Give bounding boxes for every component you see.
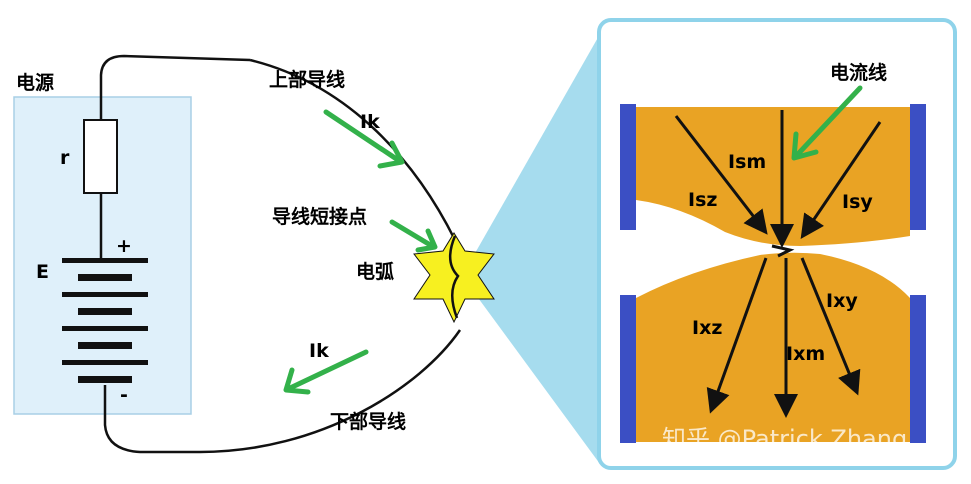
emf-label: E xyxy=(36,261,49,283)
current-lines-arrow xyxy=(791,85,863,161)
battery-plate xyxy=(62,292,148,297)
arc-spark-icon xyxy=(413,232,495,324)
ik-top-label: Ik xyxy=(360,111,380,133)
ik-bottom-arrow xyxy=(283,349,369,395)
current-lines-label: 电流线 xyxy=(830,61,887,84)
zoom-callout xyxy=(462,34,600,464)
ik-top-arrow xyxy=(323,109,405,169)
battery-plate xyxy=(78,274,132,281)
resistor xyxy=(83,119,118,194)
lower-wire-label: 下部导线 xyxy=(330,410,406,433)
watermark: 知乎 @Patrick Zhang xyxy=(662,425,907,453)
battery xyxy=(62,258,148,383)
upper-wire xyxy=(249,58,457,241)
electrode-bottom-left xyxy=(620,295,636,443)
battery-plate xyxy=(78,376,132,383)
isz-current-line xyxy=(674,115,768,235)
upper-wire-label: 上部导线 xyxy=(269,68,345,91)
ixz-label: Ixz xyxy=(692,317,722,339)
battery-plate xyxy=(78,308,132,315)
electrode-top-left xyxy=(620,104,636,230)
isy-current-line xyxy=(800,121,882,239)
lower-current-lines xyxy=(706,257,861,418)
battery-plate xyxy=(62,258,148,263)
upper-current-lines xyxy=(674,110,882,248)
short-point-arrow xyxy=(389,219,438,253)
plus-sign: + xyxy=(116,235,132,257)
upper-conductor-metal xyxy=(636,107,910,246)
electrode-bottom-right xyxy=(910,295,926,443)
ik-bottom-label: Ik xyxy=(309,340,329,362)
battery-plate xyxy=(62,360,148,365)
arc-neck xyxy=(771,244,795,258)
electrode-top-right xyxy=(910,104,926,230)
resistor-label: r xyxy=(60,147,70,169)
lower-wire xyxy=(103,329,462,454)
battery-plate xyxy=(78,342,132,349)
power-source-label: 电源 xyxy=(16,71,54,94)
ism-label: Ism xyxy=(728,151,766,173)
lower-conductor-metal xyxy=(636,252,910,442)
short-point-label: 导线短接点 xyxy=(272,205,367,228)
isy-label: Isy xyxy=(842,191,873,213)
arc-label: 电弧 xyxy=(356,260,394,283)
isz-label: Isz xyxy=(688,189,717,211)
ixz-current-line xyxy=(706,257,768,414)
ixm-label: Ixm xyxy=(786,343,825,365)
ixy-current-line xyxy=(800,257,861,396)
minus-sign: - xyxy=(120,384,128,406)
circuit-wire-left xyxy=(99,54,251,120)
battery-plate xyxy=(62,326,148,331)
ixy-label: Ixy xyxy=(826,290,858,312)
